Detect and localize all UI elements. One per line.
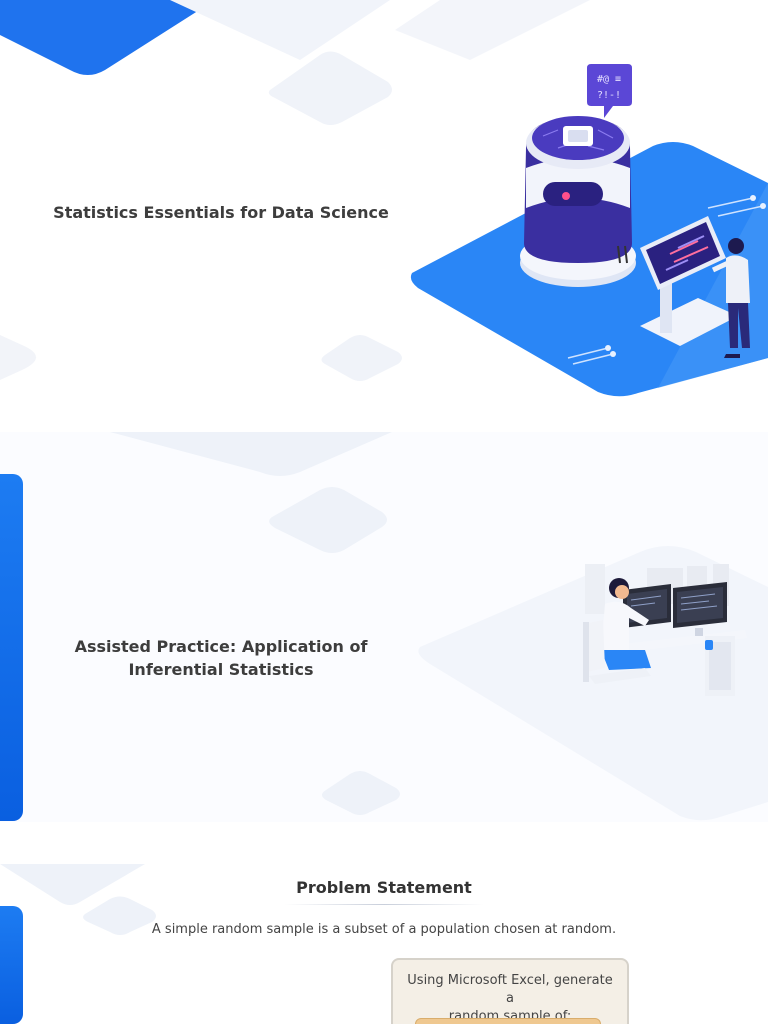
task-card-line-1: Using Microsoft Excel, generate a [407, 973, 613, 1006]
problem-statement-text: A simple random sample is a subset of a … [151, 922, 617, 937]
slide-title: Statistics Essentials for Data Science [53, 203, 389, 222]
computer-workstation-illustration [583, 564, 747, 696]
robot-illustration: #@ ≡ ?!-! [410, 64, 768, 397]
bubble-line-2: ?!-! [597, 90, 621, 101]
task-card: Using Microsoft Excel, generate a random… [391, 958, 629, 1024]
problem-statement-heading: Problem Statement [296, 878, 472, 897]
slide-problem-statement: Problem Statement A simple random sample… [0, 864, 768, 1024]
task-card-inner-box [415, 1018, 601, 1024]
left-accent-bar [0, 474, 23, 821]
slide-assisted-practice: Assisted Practice: Application of Infere… [0, 432, 768, 822]
slide-title-line-2: Inferential Statistics [128, 660, 314, 679]
task-card-text: Using Microsoft Excel, generate a random… [403, 972, 617, 1024]
background-decoration [0, 0, 590, 381]
heading-underline [284, 904, 484, 905]
slide-title-line-1: Assisted Practice: Application of [74, 637, 368, 656]
left-accent-bar [0, 906, 23, 1024]
bubble-line-1: #@ ≡ [597, 74, 621, 85]
slide-title: Assisted Practice: Application of Infere… [60, 635, 382, 681]
slide-intro: Statistics Essentials for Data Science #… [0, 0, 768, 400]
background-decoration [0, 864, 156, 935]
